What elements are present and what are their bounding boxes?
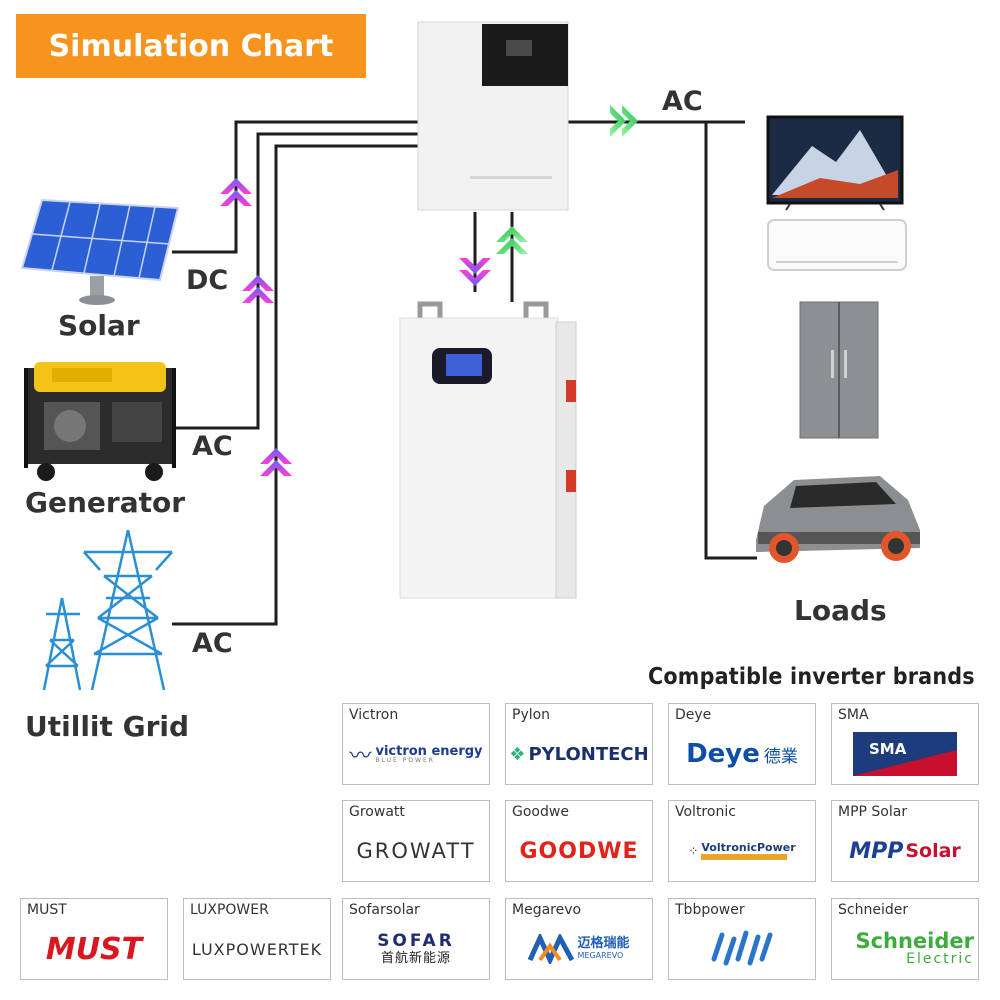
brand-card-mpp-solar: MPP Solar MPP Solar xyxy=(831,800,979,882)
brand-name: Schneider xyxy=(838,902,909,918)
brand-name: Growatt xyxy=(349,804,405,820)
arrow-down-icon xyxy=(459,258,491,286)
brand-name: LUXPOWER xyxy=(190,902,269,918)
generator-icon xyxy=(24,362,176,481)
svg-text:SMA: SMA xyxy=(869,740,907,758)
refrigerator-icon xyxy=(799,301,879,439)
must-logo: MUST xyxy=(45,931,143,967)
sma-logo-mark: SMA xyxy=(853,732,957,776)
grid-label: Utillit Grid xyxy=(25,710,190,743)
dc-label: DC xyxy=(186,265,229,296)
brand-name: Victron xyxy=(349,707,399,723)
megarevo-logo: 迈格瑞能 MEGAREVO xyxy=(510,925,648,973)
tbb-logo-mark xyxy=(711,930,773,966)
inverter-icon xyxy=(417,21,569,211)
victron-logo: 〰 victron energy BLUE POWER xyxy=(347,730,485,778)
arrow-up-icon xyxy=(260,448,292,476)
power-tower-icon xyxy=(42,529,173,691)
brand-name: MPP Solar xyxy=(838,804,908,820)
brand-card-growatt: Growatt GROWATT xyxy=(342,800,490,882)
page-title: Simulation Chart xyxy=(48,28,334,64)
brand-card-schneider: Schneider Schneider Electric xyxy=(831,898,979,980)
goodwe-logo: GOODWE xyxy=(519,838,639,864)
brand-card-tbbpower: Tbbpower xyxy=(668,898,816,980)
victron-swirl-icon: 〰 xyxy=(349,744,372,769)
megarevo-mark-icon xyxy=(528,934,575,964)
brand-name: MUST xyxy=(27,902,67,918)
tbbpower-logo xyxy=(673,925,811,973)
brand-name: Pylon xyxy=(512,707,551,723)
title-banner: Simulation Chart xyxy=(16,14,366,78)
brand-name: Sofarsolar xyxy=(349,902,420,918)
brand-card-pylon: Pylon ❖ PYLONTECH xyxy=(505,703,653,785)
ac-generator-label: AC xyxy=(192,431,233,462)
arrow-up-icon xyxy=(496,226,528,254)
solar-label: Solar xyxy=(58,309,140,342)
deye-logo: Deye 德業 xyxy=(686,739,798,769)
brand-name: Voltronic xyxy=(675,804,736,820)
arrow-right-icon xyxy=(610,105,638,137)
pylon-logo: ❖ PYLONTECH xyxy=(509,743,649,765)
pylon-grid-icon: ❖ xyxy=(509,743,526,765)
brand-card-voltronic: Voltronic ⁘ VoltronicPower xyxy=(668,800,816,882)
sma-logo: SMA xyxy=(836,730,974,778)
arrow-up-icon xyxy=(220,178,252,206)
brand-name: Megarevo xyxy=(512,902,582,918)
brand-name: Goodwe xyxy=(512,804,569,820)
brand-name: Tbbpower xyxy=(675,902,745,918)
tv-icon xyxy=(766,115,904,211)
brand-card-sofarsolar: Sofarsolar SOFAR 首航新能源 xyxy=(342,898,490,980)
brand-card-luxpower: LUXPOWER LUXPOWERTEK xyxy=(183,898,331,980)
air-conditioner-icon xyxy=(767,219,907,271)
battery-icon xyxy=(399,301,577,599)
car-icon xyxy=(756,476,920,563)
brand-name: Deye xyxy=(675,707,712,723)
schneider-logo: Schneider Electric xyxy=(855,929,974,968)
brands-heading: Compatible inverter brands xyxy=(648,664,975,690)
voltronic-bar xyxy=(701,854,788,861)
luxpower-logo: LUXPOWERTEK xyxy=(191,939,323,959)
input-wires xyxy=(172,120,420,626)
ac-output-label: AC xyxy=(662,86,703,117)
brand-card-megarevo: Megarevo 迈格瑞能 MEGAREVO xyxy=(505,898,653,980)
brand-card-sma: SMA SMA xyxy=(831,703,979,785)
sofar-logo: SOFAR 首航新能源 xyxy=(377,930,455,966)
mpp-solar-logo: MPP Solar xyxy=(849,838,961,864)
solar-panel-icon xyxy=(20,198,180,305)
brand-name: SMA xyxy=(838,707,869,723)
ac-grid-label: AC xyxy=(192,628,233,659)
brand-card-goodwe: Goodwe GOODWE xyxy=(505,800,653,882)
voltronic-logo: ⁘ VoltronicPower xyxy=(673,827,811,875)
voltronic-dots-icon: ⁘ xyxy=(688,844,699,858)
loads-label: Loads xyxy=(794,594,887,627)
brand-card-deye: Deye Deye 德業 xyxy=(668,703,816,785)
arrow-up-icon xyxy=(242,275,274,303)
growatt-logo: GROWATT xyxy=(356,839,476,863)
generator-label: Generator xyxy=(25,486,186,519)
brand-card-must: MUST MUST xyxy=(20,898,168,980)
brand-card-victron: Victron 〰 victron energy BLUE POWER xyxy=(342,703,490,785)
